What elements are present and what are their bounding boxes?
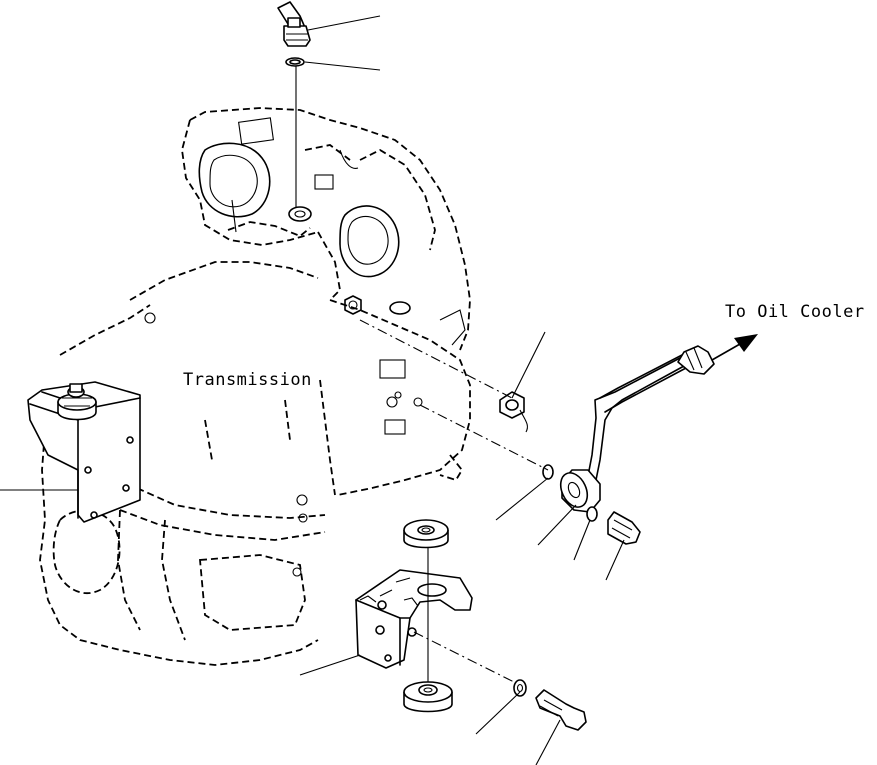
oil-tube-assembly — [542, 345, 715, 545]
left-cover-bracket — [27, 381, 141, 523]
mounting-bracket — [355, 569, 473, 669]
bolt-centerline — [413, 631, 519, 685]
elbow-fitting — [277, 1, 311, 67]
side-union-fitting — [359, 319, 549, 471]
upper-rubber-mount — [403, 519, 449, 549]
lower-rubber-mount — [403, 681, 453, 713]
transmission-upper-housing — [181, 107, 471, 351]
leader-lines — [0, 15, 625, 765]
oil-cooler-label: To Oil Cooler — [725, 302, 865, 322]
transmission-label: Transmission — [183, 370, 312, 390]
oil-cooler-arrow — [711, 334, 758, 361]
transmission-main-body — [39, 261, 471, 666]
lower-washer-bolt — [513, 679, 587, 731]
